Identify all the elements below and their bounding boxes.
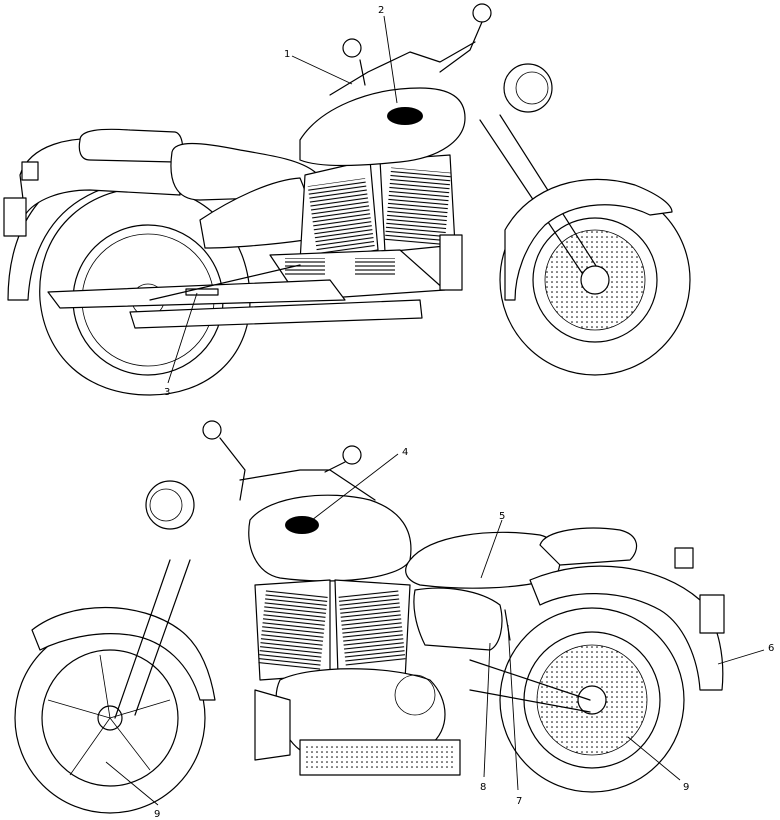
mirror-right-bottom [342, 445, 362, 465]
tank-emblem-bottom [285, 516, 319, 534]
callout-3: 3 [164, 387, 170, 398]
fuel-tank-top [299, 87, 466, 167]
callout-4: 4 [402, 447, 408, 458]
callout-6: 6 [768, 643, 774, 654]
front-wheel-bottom [14, 622, 206, 814]
callout-leaders-bottom [105, 453, 765, 806]
callout-7: 7 [516, 796, 522, 807]
rear-seat-bottom [539, 527, 638, 566]
rear-wheel-bottom [499, 607, 685, 793]
side-cover-bottom [413, 587, 503, 651]
turn-signal-rear-bottom [674, 547, 694, 569]
callout-leaders-top [167, 15, 398, 384]
headlight-bottom [145, 480, 195, 530]
mirror-left-bottom [202, 420, 222, 440]
exhaust-bottom [254, 689, 291, 761]
rear-fender-bottom [529, 565, 724, 691]
rear-seat-top [78, 128, 184, 163]
front-fender-top [504, 178, 673, 301]
turn-signal-rear-top [21, 161, 39, 181]
tank-emblem-top [387, 107, 423, 125]
callout-9-rear: 9 [683, 782, 689, 793]
callout-2: 2 [378, 5, 384, 16]
callout-5: 5 [499, 511, 505, 522]
headlight-top [503, 63, 553, 113]
motorcycle-top-view [3, 3, 691, 396]
handlebar-top [329, 41, 476, 96]
taillight-top [3, 197, 27, 237]
callout-1: 1 [284, 49, 290, 60]
callout-8: 8 [480, 782, 486, 793]
fuel-tank-bottom [248, 494, 412, 582]
taillight-bottom [699, 594, 725, 634]
mirror-left-top [342, 38, 362, 58]
callout-9-front: 9 [154, 809, 160, 820]
front-fork-bottom [114, 559, 191, 719]
handlebar-bottom [219, 437, 376, 501]
front-fender-bottom [31, 607, 216, 701]
mirror-right-top [472, 3, 492, 23]
motorcycle-bottom-view [14, 420, 725, 814]
engine-bottom [254, 579, 461, 776]
front-wheel-top [499, 184, 691, 376]
